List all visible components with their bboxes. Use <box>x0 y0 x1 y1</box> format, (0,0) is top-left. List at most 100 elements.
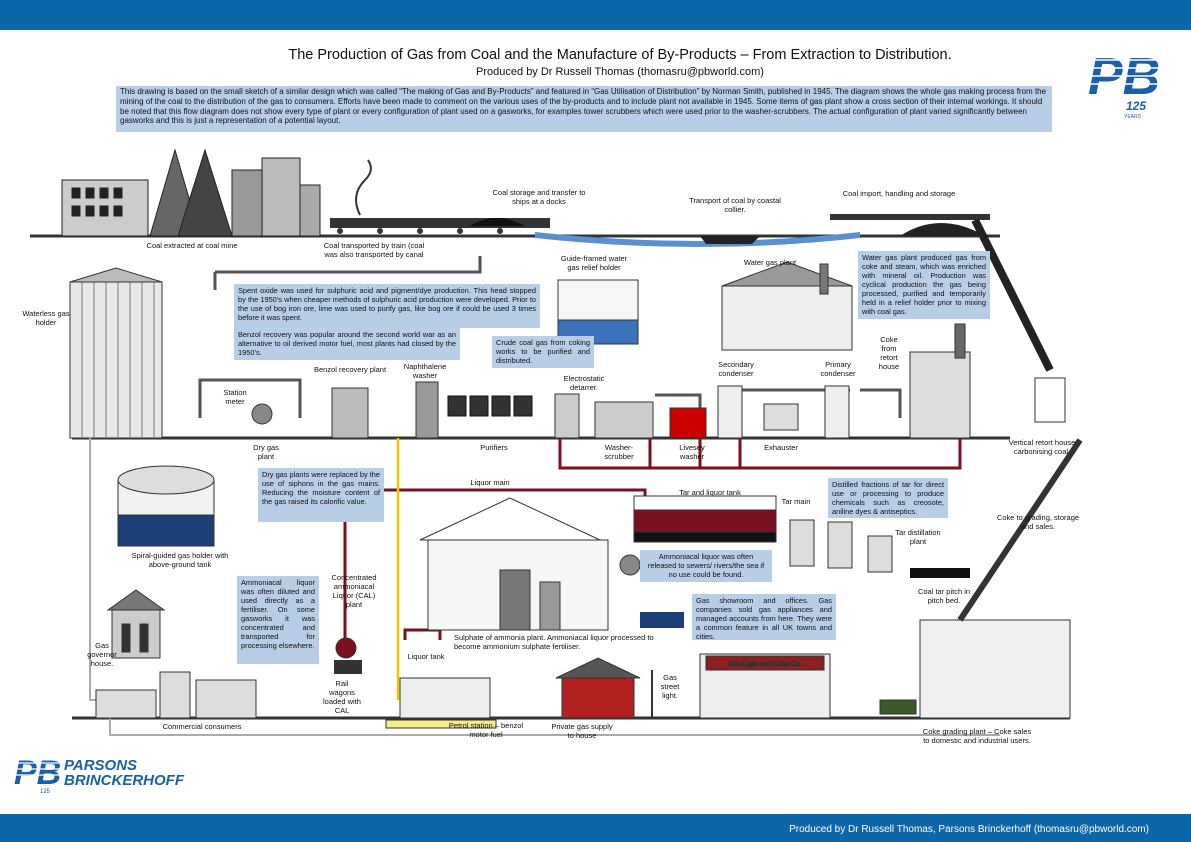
showroom-sign: Gas Light and Coke Co. <box>729 659 802 668</box>
petrol-station <box>385 677 497 729</box>
label-benzol-plant: Benzol recovery plant <box>313 365 387 374</box>
docks-coal-heap <box>470 218 525 226</box>
benzol-plant <box>331 387 369 439</box>
label-purifiers: Purifiers <box>480 443 508 452</box>
logo-years: 125 <box>1126 99 1146 113</box>
label-coal-mine: Coal extracted at coal mine <box>146 241 238 250</box>
delivery-van <box>640 612 684 628</box>
naphthalene-washer <box>415 381 439 439</box>
logo2-brinckerhoff: BRINCKERHOFF <box>64 772 185 789</box>
label-tar-main: Tar main <box>781 497 811 506</box>
logo-letters: PB <box>1088 48 1160 106</box>
note-dry-gas: Dry gas plants were replaced by the use … <box>258 468 384 522</box>
coastal-collier <box>700 236 760 244</box>
tar-distillation-plant <box>789 519 893 573</box>
washer-scrubber <box>594 401 654 439</box>
rail-wagon <box>334 660 362 674</box>
label-washer-scrubber: Washer-scrubber <box>604 443 634 461</box>
gas-pipe-meter <box>198 378 302 418</box>
livesey-washer <box>669 407 707 439</box>
label-gas-governor: Gas governor house. <box>87 641 117 668</box>
label-coke-grading-plant: Coke grading plant – Coke sales to domes… <box>922 727 1032 745</box>
secondary-condenser <box>717 385 743 439</box>
tar-liquor-tank <box>633 495 777 543</box>
footer-credit: Produced by Dr Russell Thomas, Parsons B… <box>789 824 1149 835</box>
label-tar-distillation: Tar distillation plant <box>895 528 941 546</box>
label-guide-framed: Guide-framed water gas relief holder <box>560 254 628 272</box>
station-meter <box>251 403 273 425</box>
pitch-bed <box>910 568 970 578</box>
label-coal-tar-pitch: Coal tar pitch in pitch bed. <box>917 587 971 605</box>
label-commercial: Commercial consumers <box>162 722 242 731</box>
gas-pipe-top-left <box>213 256 482 290</box>
commercial-buildings <box>95 671 257 719</box>
logo-years-word: YEARS <box>1124 114 1142 120</box>
label-dry-gas-plant: Dry gas plant <box>253 443 279 461</box>
parsons-brinckerhoff-logo: PB PARSONS BRINCKERHOFF 125 <box>14 754 185 794</box>
label-coal-train: Coal transported by train (coal was also… <box>323 241 425 259</box>
label-waterless-holder: Waterless gas holder <box>22 309 70 327</box>
label-naphthalene-washer: Naphthalene washer <box>403 362 447 380</box>
gas-governor-house <box>106 589 166 659</box>
note-spent-oxide: Spent oxide was used for sulphuric acid … <box>234 284 540 328</box>
label-liquor-tank: Liquor tank <box>407 652 445 661</box>
sulphate-plant <box>419 497 609 631</box>
coal-import-jetty <box>830 214 990 236</box>
vertical-retort-house <box>909 218 1066 439</box>
note-ammoniacal-sewers: Ammoniacal liquor was often released to … <box>640 550 772 582</box>
coke-grading-plant <box>879 438 1083 719</box>
logo2-letters: PB <box>14 754 61 792</box>
page-title: The Production of Gas from Coal and the … <box>288 47 952 63</box>
ammoniacal-tank <box>619 554 641 576</box>
label-exhauster: Exhauster <box>764 443 798 452</box>
label-private-gas: Private gas supply to house <box>551 722 613 740</box>
label-coke-retort: Coke from retort house <box>878 335 900 371</box>
primary-condenser <box>824 385 850 439</box>
private-house <box>555 657 641 719</box>
label-coal-import: Coal import, handling and storage <box>842 189 956 198</box>
label-rail-wagons: Rail wagons loaded with CAL <box>323 679 361 715</box>
dock-water <box>535 232 860 247</box>
label-spiral-holder: Spiral-guided gas holder with above-grou… <box>131 551 229 569</box>
label-water-gas-plant: Water gas plant <box>743 258 797 267</box>
train-smoke <box>355 159 372 216</box>
note-benzol: Benzol recovery was popular around the s… <box>234 328 460 360</box>
waterless-gas-holder <box>69 267 163 439</box>
label-coke-grading-storage: Coke to grading, storage and sales. <box>996 513 1080 531</box>
gas-pipe-retort <box>860 388 902 418</box>
label-livesey-washer: Livesey washer <box>679 443 705 461</box>
label-secondary-condenser: Secondary condenser <box>718 360 754 378</box>
note-crude-coal-gas: Crude coal gas from coking works to be p… <box>492 336 594 368</box>
relief-holder <box>557 279 639 345</box>
label-liquor-main: Liquor main <box>470 478 510 487</box>
logo2-years: 125 <box>40 789 51 794</box>
pb-125-logo: PB 125 YEARS <box>1086 48 1176 120</box>
cal-plant-vessel <box>335 637 357 659</box>
label-vertical-retort: Vertical retort house carbonising coal. <box>1008 438 1076 456</box>
showroom-building: Gas Light and Coke Co. <box>699 653 831 719</box>
exhauster <box>763 403 799 431</box>
label-tar-liquor-tank: Tar and liquor tank <box>679 488 741 497</box>
intro-text: This drawing is based on the small sketc… <box>116 86 1052 132</box>
label-petrol-station: Petrol station – benzol motor fuel <box>448 721 524 739</box>
coal-mine <box>61 148 321 237</box>
note-showroom: Gas showroom and offices. Gas companies … <box>692 594 836 641</box>
label-gas-street-light: Gas street light. <box>660 673 680 700</box>
label-cal-plant: Concentrated ammoniacal Liquor (CAL) pla… <box>331 573 377 609</box>
electrostatic-detarrer <box>554 393 580 439</box>
bottom-banner: Produced by Dr Russell Thomas, Parsons B… <box>0 814 1191 842</box>
label-station-meter: Station meter <box>223 388 247 406</box>
coal-train <box>330 218 550 234</box>
top-banner <box>0 0 1191 30</box>
page-subtitle: Produced by Dr Russell Thomas (thomasru@… <box>476 66 764 78</box>
label-coal-storage-docks: Coal storage and transfer to ships at a … <box>492 188 586 206</box>
label-primary-condenser: Primary condenser <box>820 360 856 378</box>
note-distilled-tar: Distilled fractions of tar for direct us… <box>828 478 948 518</box>
note-water-gas: Water gas plant produced gas from coke a… <box>858 251 990 319</box>
logo2-parsons: PARSONS <box>64 757 137 774</box>
label-electrostatic: Electrostatic detarrer. <box>563 374 605 392</box>
purifiers <box>447 395 533 417</box>
note-ammoniacal-fertiliser: Ammoniacal liquor was often diluted and … <box>237 576 319 664</box>
label-sulphate-plant: Sulphate of ammonia plant. Ammoniacal li… <box>454 633 654 651</box>
